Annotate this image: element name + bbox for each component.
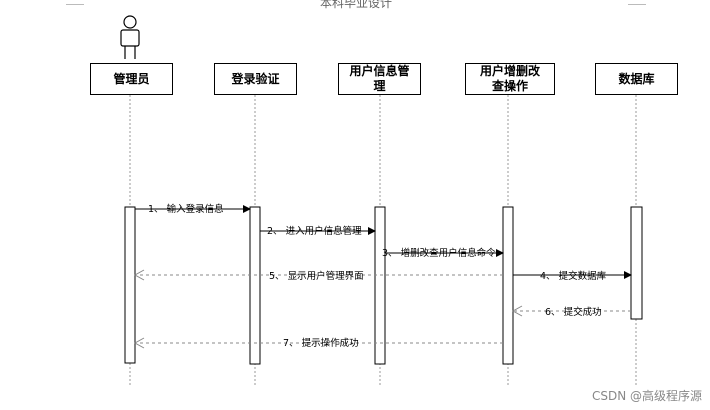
lane-user-info-manage: 用户信息管理 bbox=[338, 63, 421, 95]
activation-user-info-manage bbox=[374, 206, 386, 365]
activation-login-verify bbox=[249, 206, 261, 365]
document-title: 本科毕业设计 bbox=[320, 0, 393, 10]
lane-admin: 管理员 bbox=[90, 63, 173, 95]
message-label-6: 6、 提交成功 bbox=[545, 306, 602, 318]
watermark: CSDN @高级程序源 bbox=[591, 389, 702, 403]
message-arrowhead-7 bbox=[133, 337, 145, 349]
activation-database bbox=[630, 206, 643, 320]
page-corner-mark-left bbox=[66, 0, 84, 5]
page-corner-mark-right bbox=[628, 0, 646, 5]
activation-user-crud bbox=[502, 206, 514, 365]
message-label-7: 7、 提示操作成功 bbox=[283, 337, 359, 349]
message-label-1: 1、 输入登录信息 bbox=[148, 203, 224, 215]
lane-database: 数据库 bbox=[595, 63, 678, 95]
message-arrowhead-6 bbox=[511, 305, 523, 317]
message-label-4: 4、 提交数据库 bbox=[540, 270, 607, 282]
lane-login-verify: 登录验证 bbox=[214, 63, 297, 95]
message-label-3: 3、 增删改查用户信息命令 bbox=[382, 247, 496, 259]
message-label-5: 5、 显示用户管理界面 bbox=[269, 270, 364, 282]
actor-body-icon bbox=[120, 29, 140, 47]
message-label-2: 2、 进入用户信息管理 bbox=[267, 225, 362, 237]
activation-admin bbox=[124, 206, 136, 364]
lane-user-crud: 用户增删改查操作 bbox=[465, 63, 555, 95]
message-arrowhead-5 bbox=[133, 269, 145, 281]
actor-head-icon bbox=[123, 15, 137, 29]
